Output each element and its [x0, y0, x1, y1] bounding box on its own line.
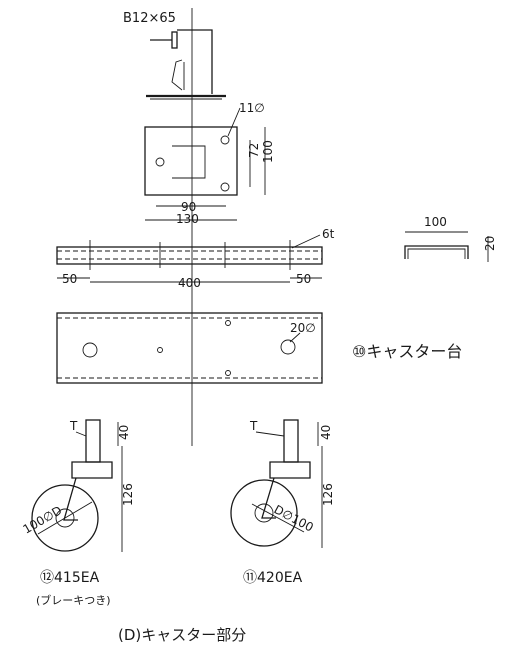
- top-bracket-assembly: B12×65: [123, 11, 226, 100]
- right-dim-126-text: 126: [321, 483, 335, 506]
- left-caster-wheel: [31, 484, 99, 552]
- bracket-gusset: [171, 59, 183, 91]
- right-caster-hub: [254, 503, 274, 523]
- right-t-leader: [255, 431, 285, 437]
- caster-base-side-view: 6t 50 400 50: [56, 227, 335, 290]
- left-caster-hub: [55, 508, 75, 528]
- bracket-upright: [177, 29, 213, 94]
- section-dim-100-text: 100: [424, 215, 447, 229]
- left-caster-fork: [63, 477, 78, 521]
- base-hole-large: [280, 339, 296, 355]
- left-dim-40-text: 40: [117, 425, 131, 440]
- left-caster-note: (ブレーキつき): [36, 593, 111, 607]
- base-hole-small: [225, 320, 231, 326]
- plate-thickness-label: 6t: [322, 227, 335, 241]
- left-caster-stem: [85, 419, 101, 463]
- dim-50-left-text: 50: [62, 272, 77, 286]
- base-hole-small: [225, 370, 231, 376]
- right-caster-t-label: T: [249, 419, 258, 433]
- left-caster-model: ⑫415EA: [40, 570, 100, 586]
- dim-130-text: 130: [176, 212, 199, 226]
- base-plate-outline: [56, 312, 323, 384]
- right-caster-wheel: [230, 479, 298, 547]
- dim-90-text: 90: [181, 200, 196, 214]
- channel-profile: [404, 245, 469, 259]
- left-wheel-dim-line: [37, 501, 93, 535]
- base-hole-leader: [289, 332, 301, 343]
- right-caster-swivel: [269, 461, 311, 479]
- caster-right: T D∅100 40 126: [230, 419, 335, 548]
- plate-outline: [144, 126, 238, 196]
- plate-side-outline: [56, 246, 323, 265]
- right-caster-stem: [283, 419, 299, 463]
- channel-section: 100 20: [404, 215, 497, 262]
- right-dim-40-text: 40: [319, 425, 333, 440]
- left-caster-t-label: T: [69, 419, 78, 433]
- right-wheel-dim-line: [251, 503, 305, 533]
- base-hole-large: [82, 342, 98, 358]
- bolt-head: [171, 31, 178, 49]
- dim-50-right-text: 50: [296, 272, 311, 286]
- left-t-leader: [75, 431, 87, 437]
- plate-slot: [172, 145, 206, 179]
- hole-leader: [227, 107, 241, 137]
- dim-100-text: 100: [261, 140, 275, 163]
- caster-left: T 100∅D 40 126: [21, 419, 135, 552]
- dim-72-text: 72: [247, 143, 261, 158]
- section-dim-20-text: 20: [483, 236, 497, 251]
- base-hole-label: 20∅: [290, 321, 316, 335]
- caster-base-title: ⑩キャスター台: [352, 342, 462, 361]
- right-caster-model: ⑪420EA: [243, 570, 303, 586]
- plate-hole: [220, 182, 230, 192]
- thickness-leader: [291, 234, 321, 249]
- bolt-label: B12×65: [123, 11, 176, 26]
- dim-400-text: 400: [178, 276, 201, 290]
- caster-base-top-view: 20∅ ⑩キャスター台: [56, 312, 462, 384]
- base-hole-small: [157, 347, 163, 353]
- drawing-caption: (D)キャスター部分: [118, 626, 246, 644]
- channel-profile-inner: [407, 248, 466, 259]
- plate-hole: [155, 157, 165, 167]
- bracket-plate-view: 11∅ 72 100 90 130: [144, 101, 275, 226]
- left-caster-swivel: [71, 461, 113, 479]
- left-dim-126-text: 126: [121, 483, 135, 506]
- plate-hole-label: 11∅: [239, 101, 265, 115]
- plate-hole: [220, 135, 230, 145]
